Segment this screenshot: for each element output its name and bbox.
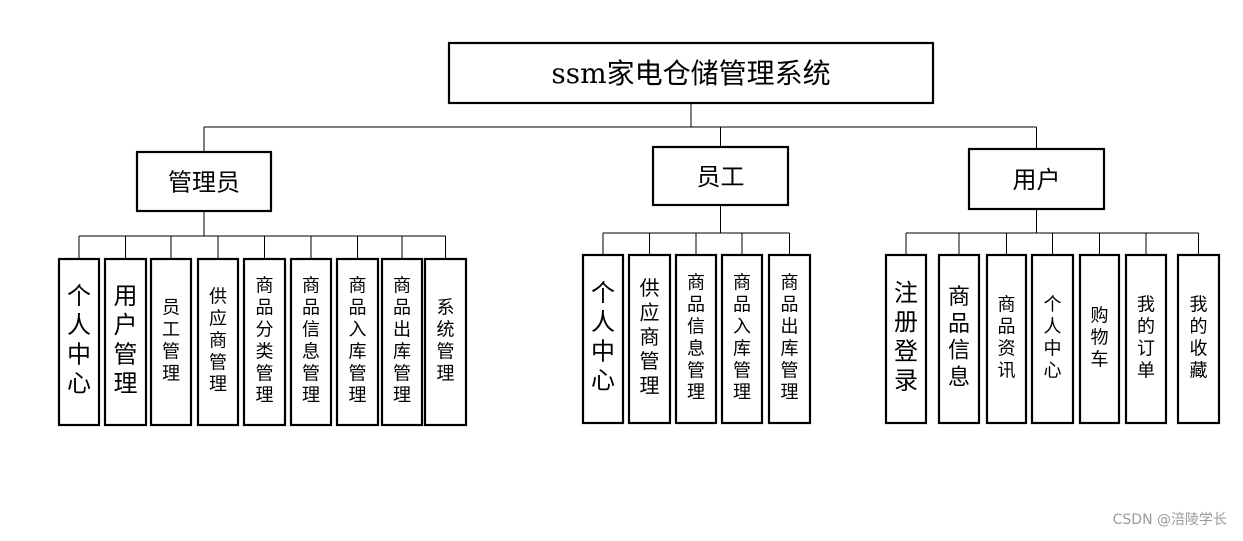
leaf-box: [937, 253, 981, 425]
leaf-box: [289, 257, 333, 427]
leaf-node: 商品出库管理: [767, 253, 812, 425]
role-box: [967, 147, 1106, 211]
leaf-box: [423, 257, 468, 427]
leaf-label: 购物车: [1091, 305, 1109, 370]
role-box: [651, 145, 790, 207]
leaf-node: 我的收藏: [1176, 253, 1221, 425]
role-label: 用户: [1013, 166, 1061, 194]
leaf-node: 商品资讯: [985, 253, 1028, 425]
leaf-box: [767, 253, 812, 425]
leaf-box: [720, 253, 764, 425]
leaf-node: 个人中心: [1030, 253, 1075, 425]
leaf-box: [1078, 253, 1121, 425]
leaf-box: [1030, 253, 1075, 425]
leaf-box: [57, 257, 101, 427]
role-node: 用户: [967, 147, 1106, 211]
leaf-box: [335, 257, 380, 427]
leaf-box: [1176, 253, 1221, 425]
leaf-box: [380, 257, 424, 427]
leaf-box: [674, 253, 718, 425]
leaf-box: [1124, 253, 1168, 425]
leaf-label: 商品出库管理: [781, 272, 799, 403]
leaf-node: 员工管理: [149, 257, 193, 427]
leaf-box: [627, 253, 672, 425]
leaf-label: 注册登录: [894, 279, 918, 395]
role-label: 员工: [697, 163, 745, 191]
leaf-label: 商品资讯: [998, 294, 1016, 381]
leaf-box: [196, 257, 240, 427]
leaf-label: 商品分类管理: [256, 275, 274, 406]
leaf-label: 系统管理: [437, 297, 455, 384]
leaf-node: 用户管理: [103, 257, 148, 427]
leaf-node: 注册登录: [884, 253, 928, 425]
root-label: ssm家电仓储管理系统: [551, 57, 830, 90]
leaf-node: 系统管理: [423, 257, 468, 427]
leaf-label: 商品信息管理: [687, 272, 705, 403]
leaf-label: 个人中心: [1044, 294, 1062, 381]
root-box: [447, 41, 935, 105]
leaf-node: 我的订单: [1124, 253, 1168, 425]
leaf-box: [884, 253, 928, 425]
root-node: ssm家电仓储管理系统: [447, 41, 935, 105]
leaf-box: [985, 253, 1028, 425]
leaf-node: 商品信息管理: [289, 257, 333, 427]
leaf-box: [149, 257, 193, 427]
leaf-label: 商品入库管理: [349, 275, 367, 406]
leaf-node: 商品入库管理: [335, 257, 380, 427]
role-box: [135, 150, 273, 213]
leaf-label: 商品出库管理: [393, 275, 411, 406]
leaf-node: 供应商管理: [627, 253, 672, 425]
leaf-label: 供应商管理: [640, 276, 660, 398]
leaf-node: 商品分类管理: [242, 257, 287, 427]
leaf-node: 购物车: [1078, 253, 1121, 425]
leaf-label: 供应商管理: [209, 286, 227, 395]
leaf-label: 员工管理: [162, 297, 180, 384]
leaf-label: 个人中心: [591, 279, 615, 395]
role-node: 管理员: [135, 150, 273, 213]
leaf-box: [242, 257, 287, 427]
leaf-node: 供应商管理: [196, 257, 240, 427]
leaf-box: [581, 253, 625, 425]
leaf-node: 个人中心: [581, 253, 625, 425]
leaf-label: 我的收藏: [1190, 294, 1208, 381]
leaf-label: 用户管理: [114, 282, 138, 398]
leaf-node: 商品信息管理: [674, 253, 718, 425]
leaf-box: [103, 257, 148, 427]
role-node: 员工: [651, 145, 790, 207]
leaf-node: 个人中心: [57, 257, 101, 427]
leaf-node: 商品入库管理: [720, 253, 764, 425]
leaf-label: 商品信息管理: [302, 275, 320, 406]
leaf-label: 商品信息: [948, 285, 970, 391]
leaf-label: 商品入库管理: [733, 272, 751, 403]
leaf-node: 商品出库管理: [380, 257, 424, 427]
leaf-label: 我的订单: [1137, 294, 1155, 381]
role-label: 管理员: [168, 169, 240, 197]
leaf-node: 商品信息: [937, 253, 981, 425]
csdn-watermark: CSDN @涪陵学长: [1112, 512, 1227, 528]
leaf-label: 个人中心: [67, 282, 91, 398]
